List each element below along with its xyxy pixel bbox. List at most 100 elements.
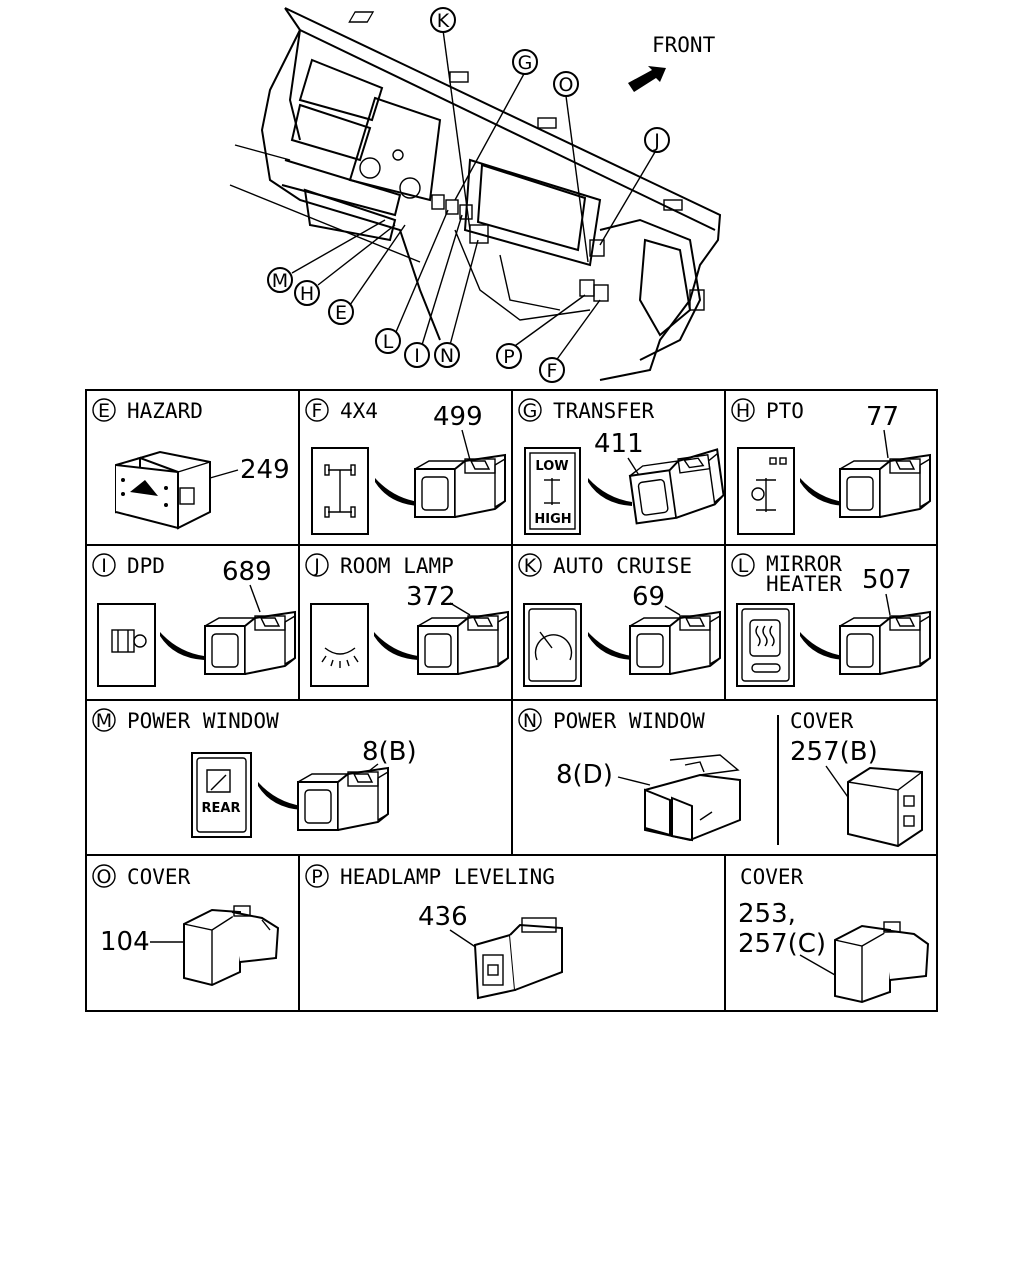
- cover-blank-icon: [847, 766, 923, 848]
- callout-h: H: [294, 280, 320, 306]
- part-number: 249: [240, 455, 290, 485]
- part-number: 411: [594, 429, 644, 459]
- dpd-symbol-icon: [97, 603, 156, 687]
- part-number-1: 253,: [738, 899, 796, 929]
- auto-cruise-symbol-icon: [523, 603, 582, 687]
- svg-text:G: G: [518, 52, 533, 74]
- room-lamp-symbol-icon: [310, 603, 369, 687]
- cell-l-mirror-heater: L MIRROR HEATER 507: [731, 552, 931, 687]
- cover-104-icon: [183, 905, 280, 987]
- cell-title: TRANSFER: [553, 399, 655, 423]
- svg-text:LOW: LOW: [535, 459, 568, 474]
- callout-g: G: [512, 49, 538, 75]
- svg-text:H: H: [736, 400, 750, 422]
- cell-i-dpd: I DPD 689: [92, 553, 296, 687]
- headlamp-leveling-switch-icon: [473, 917, 563, 1000]
- part-number: 69: [632, 582, 665, 612]
- svg-text:O: O: [559, 74, 574, 96]
- callout-p: P: [496, 343, 522, 369]
- svg-text:F: F: [547, 360, 558, 382]
- cell-title: HEADLAMP LEVELING: [340, 865, 555, 889]
- cell-title: AUTO CRUISE: [553, 554, 692, 578]
- front-label: FRONT: [652, 33, 716, 57]
- hazard-switch-icon: [115, 450, 211, 530]
- part-number: 507: [862, 565, 912, 595]
- transfer-switch-icon: [627, 448, 727, 525]
- svg-text:J: J: [653, 130, 660, 152]
- part-number: 8(D): [556, 760, 613, 790]
- svg-text:F: F: [312, 400, 323, 422]
- svg-text:P: P: [503, 346, 514, 368]
- cell-m-power-window: M POWER WINDOW 8(B) REAR: [92, 708, 417, 838]
- callout-m: M: [267, 267, 293, 293]
- cell-h-pto: H PTO 77: [731, 398, 931, 535]
- callout-k: K: [430, 7, 456, 33]
- cell-title: POWER WINDOW: [127, 709, 279, 733]
- cell-f-4x4: F 4X4 499: [305, 398, 506, 535]
- svg-text:N: N: [440, 345, 454, 367]
- cell-title: PTO: [766, 399, 804, 423]
- svg-text:M: M: [96, 710, 112, 732]
- callout-i: I: [404, 342, 430, 368]
- svg-text:G: G: [523, 400, 538, 422]
- svg-text:L: L: [383, 331, 394, 353]
- dashboard-overview: FRONT K G O J M H E L I N P F: [229, 7, 722, 383]
- svg-text:P: P: [311, 866, 322, 888]
- cell-title: POWER WINDOW: [553, 709, 705, 733]
- svg-text:L: L: [738, 555, 749, 577]
- svg-text:HIGH: HIGH: [534, 512, 571, 527]
- pto-switch-icon: [839, 454, 931, 518]
- svg-text:H: H: [300, 283, 314, 305]
- svg-text:E: E: [335, 302, 347, 324]
- cell-n-power-window: N POWER WINDOW 8(D): [518, 708, 741, 842]
- part-number: 104: [100, 927, 150, 957]
- 4x4-switch-icon: [414, 454, 506, 518]
- auto-cruise-switch-icon: [629, 611, 721, 675]
- part-number: 436: [418, 902, 468, 932]
- room-lamp-switch-icon: [417, 611, 509, 675]
- cell-title: HAZARD: [127, 399, 203, 423]
- callout-n: N: [434, 342, 460, 368]
- callout-j: J: [644, 127, 670, 153]
- callout-o: O: [553, 71, 579, 97]
- svg-text:O: O: [97, 866, 112, 888]
- callout-l: L: [375, 328, 401, 354]
- pto-symbol-icon: [737, 447, 795, 535]
- cell-title: DPD: [127, 554, 165, 578]
- mirror-heater-symbol-icon: [736, 603, 795, 687]
- callout-f: F: [539, 357, 565, 383]
- cell-cover-b: COVER 257(B): [790, 709, 923, 848]
- cover-253-icon: [834, 921, 930, 1004]
- svg-text:N: N: [523, 710, 537, 732]
- svg-text:K: K: [437, 10, 450, 32]
- svg-text:E: E: [98, 400, 110, 422]
- callout-e: E: [328, 299, 354, 325]
- part-number: 257(B): [790, 737, 878, 767]
- cell-title: COVER: [790, 709, 854, 733]
- part-number: 499: [433, 402, 483, 432]
- transfer-symbol-icon: [524, 447, 581, 535]
- cell-title: COVER: [740, 865, 804, 889]
- part-number-2: 257(C): [738, 929, 826, 959]
- power-window-rear-switch-icon: [297, 767, 389, 831]
- cell-j-room-lamp: J ROOM LAMP 372: [305, 553, 509, 687]
- cell-o-cover: O COVER 104: [92, 864, 280, 987]
- cell-cover-c: COVER 253, 257(C): [738, 865, 930, 1004]
- cell-title: MIRROR: [766, 552, 842, 576]
- cell-title-line2: HEATER: [766, 572, 842, 596]
- cell-g-transfer: G TRANSFER 411 LOW HIGH: [518, 398, 727, 535]
- rear-window-symbol-icon: [191, 752, 252, 838]
- cell-k-auto-cruise: K AUTO CRUISE 69: [518, 553, 721, 687]
- cell-title: 4X4: [340, 399, 378, 423]
- part-number: 689: [222, 557, 272, 587]
- power-window-double-switch-icon: [644, 754, 741, 842]
- svg-text:REAR: REAR: [202, 801, 241, 816]
- svg-text:M: M: [272, 270, 288, 292]
- svg-text:I: I: [414, 345, 420, 367]
- grid-lines: [85, 389, 938, 1012]
- part-number: 8(B): [362, 737, 417, 767]
- svg-text:K: K: [524, 555, 537, 577]
- svg-text:I: I: [101, 555, 107, 577]
- cell-p-headlamp-leveling: P HEADLAMP LEVELING 436: [305, 864, 563, 1000]
- svg-text:J: J: [313, 555, 320, 577]
